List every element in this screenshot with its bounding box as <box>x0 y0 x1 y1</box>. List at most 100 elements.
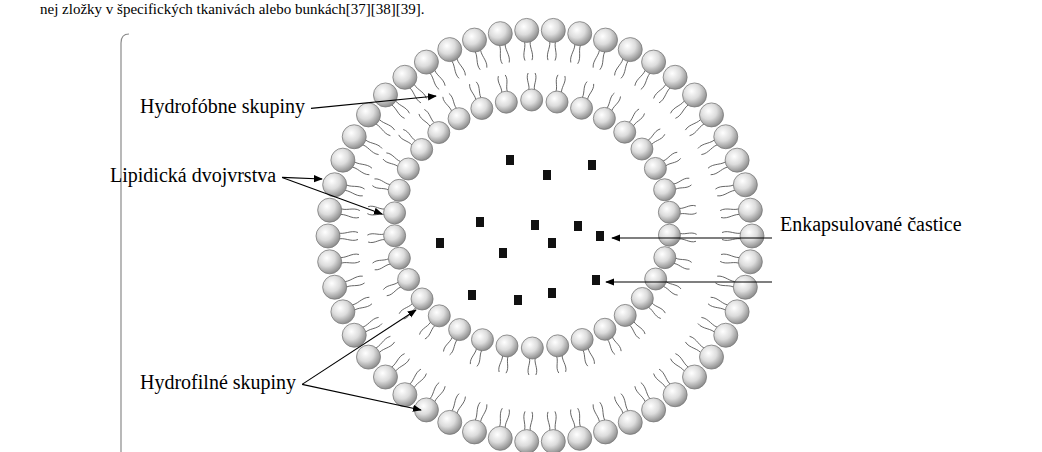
particle <box>548 288 556 298</box>
lipid-head <box>593 107 615 129</box>
lipid-tail <box>555 411 556 432</box>
lipid-head <box>428 122 450 144</box>
lipid-tail <box>671 359 686 374</box>
lipid-head <box>594 420 618 444</box>
lipid-tail <box>685 342 702 355</box>
lipid-head <box>393 383 417 407</box>
lipid-head <box>541 430 565 452</box>
lipid-tail <box>474 50 480 70</box>
lipid-tail <box>353 304 372 312</box>
particle <box>588 160 596 170</box>
lipid-head <box>342 125 366 149</box>
lipid-tail <box>547 412 550 433</box>
lipid-head <box>725 148 749 172</box>
lipid-tail <box>344 283 364 288</box>
lipid-tails <box>337 39 743 433</box>
lipid-tail <box>374 336 391 349</box>
lipid-head <box>594 318 616 340</box>
side-bracket <box>121 34 129 452</box>
lipid-tail <box>717 190 737 196</box>
lipid-tail <box>337 239 358 241</box>
lipid-head <box>397 158 419 180</box>
lipid-tail <box>339 261 360 264</box>
particle <box>543 170 551 180</box>
lipid-tail <box>387 286 404 295</box>
lipid-head <box>388 179 410 201</box>
lipid-tail <box>611 96 620 113</box>
lipid-tail <box>654 374 667 390</box>
lipid-head <box>495 91 517 113</box>
lipid-tail <box>399 301 414 313</box>
lipid-head <box>488 22 512 46</box>
lipid-head <box>644 157 666 179</box>
lipid-tail <box>353 160 372 168</box>
bracket-line <box>121 34 129 452</box>
lipid-tail <box>711 297 730 305</box>
lipid-tail <box>450 394 459 413</box>
lipid-tail <box>661 286 678 295</box>
lipid-head <box>740 224 764 248</box>
lipid-head <box>521 89 543 111</box>
lipid-head <box>614 121 636 143</box>
lipid-tail <box>383 280 400 289</box>
lipid-tail <box>530 412 533 433</box>
particle <box>531 220 539 230</box>
lipid-head <box>342 323 366 347</box>
lipid-tail <box>524 40 525 61</box>
lipid-head <box>384 225 406 247</box>
lipid-tail <box>635 386 646 404</box>
lipid-head <box>323 275 347 299</box>
part-label: Hydrofilné skupiny <box>140 370 296 394</box>
lipid-tail <box>443 335 452 352</box>
lipid-tail <box>476 82 482 100</box>
lipid-tail <box>413 82 426 98</box>
lipid-tail <box>721 214 742 217</box>
lipid-tail <box>555 40 556 61</box>
lipid-tail <box>338 254 359 257</box>
lipid-tail <box>449 93 458 110</box>
leader-arrows <box>282 96 772 410</box>
lipid-tail <box>364 138 382 148</box>
particle <box>574 221 582 231</box>
lipid-tail <box>708 160 727 168</box>
lipid-tail <box>635 68 646 86</box>
lipid-head <box>384 202 406 224</box>
lipid-head <box>714 323 738 347</box>
lipid-tail <box>720 208 741 211</box>
label-holder: nej zložky v špecifických tkanivách aleb… <box>40 0 424 18</box>
lipid-tail <box>378 118 395 131</box>
lipid-head <box>515 18 539 42</box>
lipid-tail <box>408 86 421 102</box>
leader-arrow <box>282 177 322 179</box>
lipid-tail <box>373 257 391 263</box>
lipid-head <box>631 138 653 160</box>
lipid-tail <box>720 261 741 264</box>
lipid-tail <box>722 239 743 241</box>
particle <box>548 238 556 248</box>
lipid-tail <box>593 48 599 68</box>
lipid-head <box>658 224 680 246</box>
particle <box>436 238 444 248</box>
lipid-head <box>571 97 593 119</box>
lipid-tail <box>450 59 459 78</box>
lipid-head <box>568 426 592 450</box>
lipid-tail <box>498 408 502 429</box>
lipid-head <box>411 288 433 310</box>
lipid-tail <box>360 144 378 154</box>
lipid-tail <box>389 354 404 369</box>
label-holder: Hydrofóbne skupiny <box>140 94 305 118</box>
lipid-head <box>331 148 355 172</box>
lipid-tail <box>711 167 730 175</box>
lipid-head <box>398 269 420 291</box>
lipid-tail <box>641 72 652 90</box>
lipid-tail <box>664 158 681 167</box>
lipid-tail <box>394 99 409 114</box>
lipid-tail <box>600 50 606 70</box>
leader-arrow <box>311 96 436 108</box>
lipid-tail <box>547 39 550 60</box>
lipid-tail <box>606 338 615 355</box>
lipid-tail <box>621 394 630 413</box>
lipid-tail <box>582 348 588 366</box>
lipid-head <box>414 50 438 74</box>
lipid-tail <box>615 56 624 75</box>
